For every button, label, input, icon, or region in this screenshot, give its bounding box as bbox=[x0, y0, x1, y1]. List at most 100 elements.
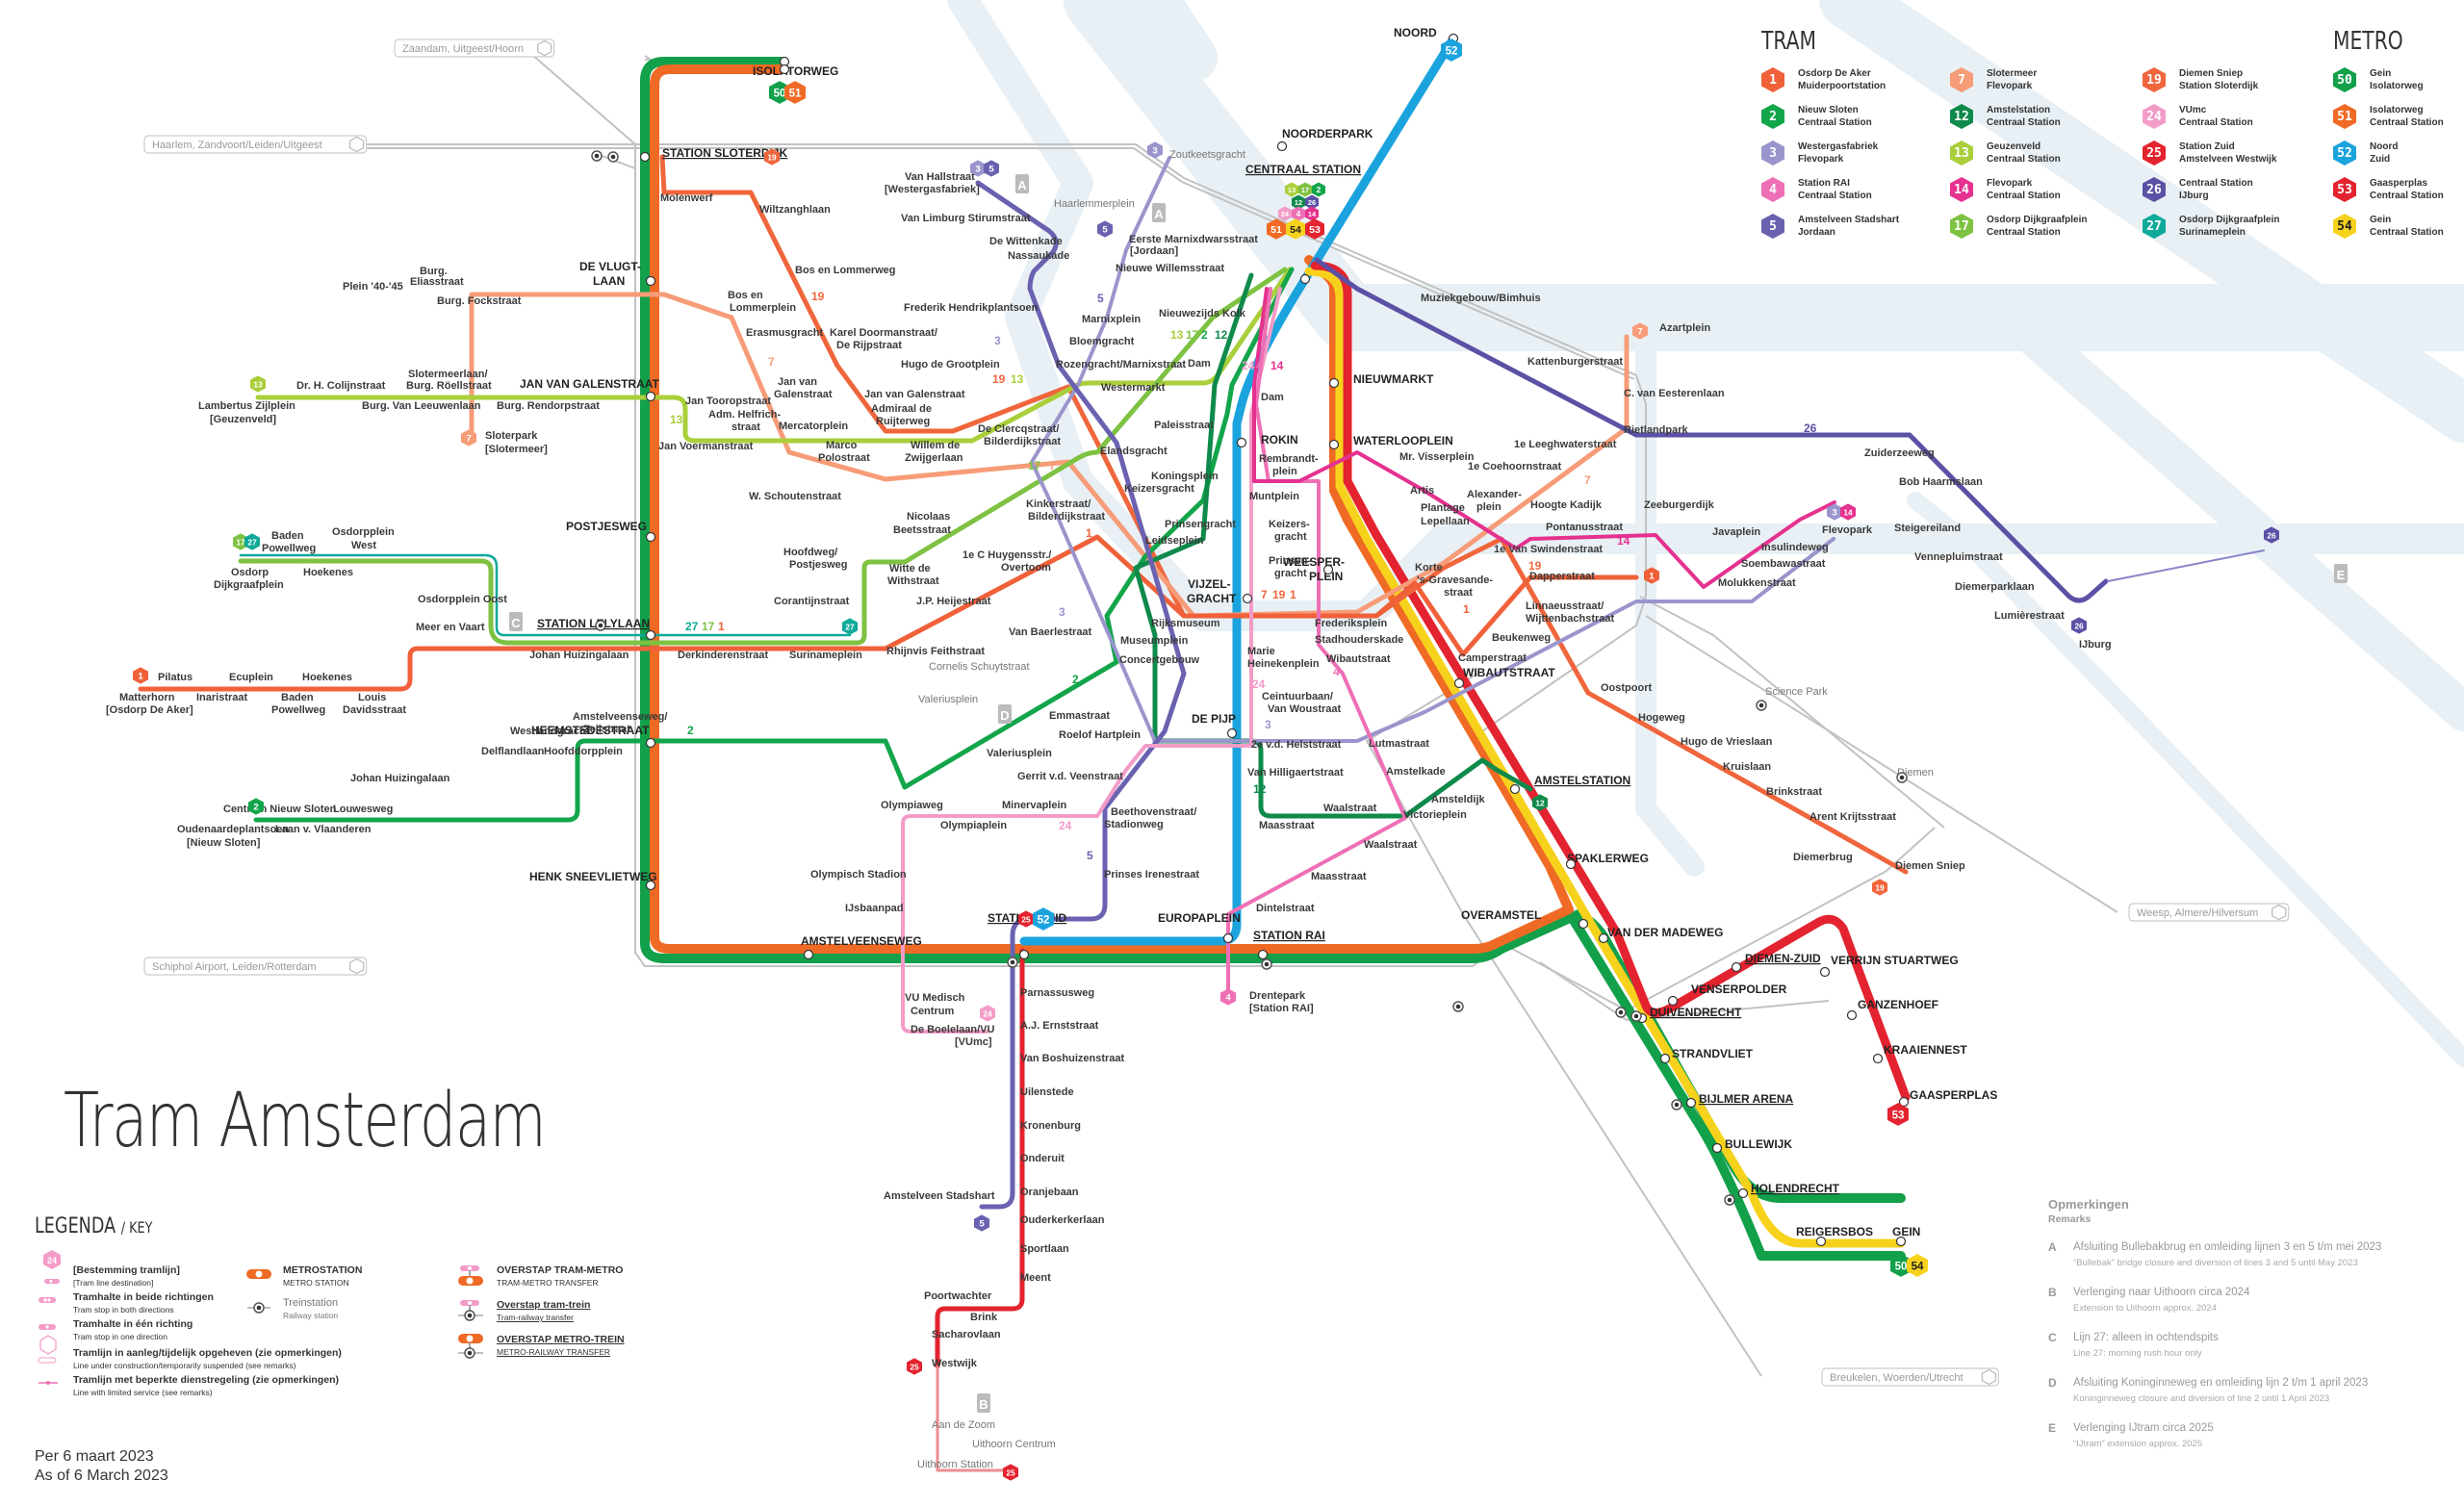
tram-stop-label[interactable]: Jan Voermanstraat bbox=[658, 441, 754, 452]
metro-station-label[interactable]: NIEUWMARKT bbox=[1353, 372, 1434, 386]
metro-station-label[interactable]: EUROPAPLEIN bbox=[1158, 911, 1241, 925]
tram-stop-label[interactable]: Kattenburgerstraat bbox=[1527, 356, 1623, 368]
tram-stop-label[interactable]: Erasmusgracht bbox=[746, 327, 823, 339]
tram-stop-label[interactable]: [Nieuw Sloten] bbox=[187, 837, 261, 849]
tram-stop-label[interactable]: Ouderkerkerlaan bbox=[1020, 1214, 1105, 1226]
tram-stop-label[interactable]: Van Hilligaertstraat bbox=[1247, 767, 1344, 779]
tram-stop-label[interactable]: Van Limburg Stirumstraat bbox=[901, 213, 1031, 224]
metro-station-label[interactable]: STATION SLOTERDIJK bbox=[662, 146, 788, 160]
tram-stop-label[interactable]: Wiltzanghlaan bbox=[759, 204, 831, 216]
rail-station-label[interactable]: Cornelis Schuytstraat bbox=[929, 661, 1030, 673]
tram-stop-label[interactable]: gracht bbox=[1274, 568, 1307, 579]
tram-stop-label[interactable]: Stadhouderskade bbox=[1315, 634, 1403, 646]
tram-stop-label[interactable]: Willem de bbox=[911, 440, 960, 451]
tram-stop-label[interactable]: De Boelelaan/VU bbox=[911, 1024, 994, 1035]
metro-station-label[interactable]: CENTRAAL STATION bbox=[1245, 163, 1361, 176]
metro-station-node-icon[interactable] bbox=[1819, 966, 1831, 978]
metro-station-label[interactable]: VENSERPOLDER bbox=[1691, 983, 1787, 996]
tram-stop-label[interactable]: Marie bbox=[1247, 646, 1275, 657]
metro-station-node-icon[interactable] bbox=[1731, 961, 1742, 973]
tram-stop-label[interactable]: J.P. Heijestraat bbox=[916, 596, 991, 607]
tram-stop-label[interactable]: Maasstraat bbox=[1259, 820, 1315, 831]
tram-stop-label[interactable]: Ruijterweg bbox=[876, 416, 930, 427]
metro-station-label[interactable]: GANZENHOEF bbox=[1858, 998, 1938, 1011]
metro-station-node-icon[interactable] bbox=[1598, 932, 1609, 944]
tram-stop-label[interactable]: Eerste Marnixdwarsstraat bbox=[1129, 234, 1258, 245]
tram-stop-label[interactable]: Flevopark bbox=[1822, 524, 1873, 536]
tram-stop-label[interactable]: Vennepluimstraat bbox=[1914, 551, 2003, 563]
tram-stop-label[interactable]: Westwijk bbox=[932, 1358, 978, 1369]
tram-stop-label[interactable]: Burg. Rendorpstraat bbox=[497, 400, 600, 412]
tram-stop-label[interactable]: Kruislaan bbox=[1723, 761, 1771, 773]
tram-stop-label[interactable]: Azartplein bbox=[1659, 322, 1710, 334]
tram-stop-label[interactable]: Slotermeerlaan/ bbox=[408, 369, 488, 380]
tram-stop-label[interactable]: Louwesweg bbox=[333, 804, 393, 815]
tram-stop-label[interactable]: Hoekenes bbox=[302, 672, 352, 683]
tram-stop-label[interactable]: 's-Gravesande- bbox=[1417, 574, 1493, 586]
tram-stop-label[interactable]: Heinekenplein bbox=[1247, 658, 1320, 670]
tram-stop-label[interactable]: Hugo de Vrieslaan bbox=[1681, 736, 1773, 748]
tram-stop-label[interactable]: Insulindeweg bbox=[1761, 542, 1829, 553]
tram-stop-label[interactable]: VU Medisch bbox=[905, 992, 965, 1004]
tram-stop-label[interactable]: Nicolaas bbox=[907, 511, 950, 523]
tram-stop-label[interactable]: Dijkgraafplein bbox=[214, 579, 284, 591]
metro-station-node-icon[interactable] bbox=[1257, 949, 1269, 960]
tram-stop-label[interactable]: Plantage bbox=[1421, 502, 1465, 514]
tram-stop-label[interactable]: Hoogte Kadijk bbox=[1530, 499, 1603, 511]
rail-station-label[interactable]: Uithoorn Station bbox=[917, 1459, 993, 1470]
tram-stop-label[interactable]: Keizers- bbox=[1269, 519, 1310, 530]
metro-station-node-icon[interactable] bbox=[1242, 593, 1253, 604]
tram-stop-label[interactable]: Ceintuurbaan/ bbox=[1262, 691, 1333, 702]
tram-stop-label[interactable]: Oostpoort bbox=[1601, 682, 1652, 694]
tram-stop-label[interactable]: Jan van Galenstraat bbox=[864, 389, 965, 400]
tram-stop-label[interactable]: Van Hallstraat bbox=[905, 171, 975, 183]
tram-stop-label[interactable]: Steigereiland bbox=[1894, 523, 1961, 534]
rail-station-label[interactable]: Science Park bbox=[1765, 686, 1828, 698]
tram-stop-label[interactable]: Overtoom bbox=[1001, 562, 1051, 574]
tram-stop-label[interactable]: Linnaeusstraat/ bbox=[1526, 600, 1604, 612]
tram-stop-label[interactable]: Olympisch Stadion bbox=[810, 869, 907, 881]
tram-stop-label[interactable]: Hoekenes bbox=[303, 567, 353, 578]
tram-stop-label[interactable]: Bos en bbox=[728, 290, 763, 301]
tram-stop-label[interactable]: Zeilstraat bbox=[583, 724, 630, 735]
metro-station-node-icon[interactable] bbox=[1711, 1142, 1723, 1154]
tram-stop-label[interactable]: Brink bbox=[970, 1312, 998, 1323]
tram-stop-label[interactable]: Louis bbox=[358, 692, 386, 703]
tram-stop-label[interactable]: Mercatorplein bbox=[779, 421, 848, 432]
tram-stop-label[interactable]: Adm. Helfrich- bbox=[708, 409, 782, 421]
metro-station-node-icon[interactable] bbox=[1685, 1097, 1697, 1109]
tram-stop-label[interactable]: Westermarkt bbox=[1101, 382, 1166, 394]
metro-station-node-icon[interactable] bbox=[1328, 439, 1340, 450]
tram-stop-label[interactable]: Brinkstraat bbox=[1766, 786, 1822, 798]
tram-stop-label[interactable]: Plein '40-'45 bbox=[343, 281, 403, 293]
metro-station-label[interactable]: HOLENDRECHT bbox=[1751, 1182, 1840, 1195]
tram-stop-label[interactable]: Osdorpplein Oost bbox=[418, 594, 507, 605]
metro-station-node-icon[interactable] bbox=[645, 629, 656, 641]
metro-station-label[interactable]: DE PIJP bbox=[1192, 712, 1236, 726]
tram-stop-label[interactable]: IJsbaanpad bbox=[845, 903, 904, 914]
tram-stop-label[interactable]: 1e Van Swindenstraat bbox=[1494, 544, 1603, 555]
tram-stop-label[interactable]: Paleisstraat bbox=[1154, 420, 1214, 431]
tram-stop-label[interactable]: Amsteldijk bbox=[1431, 794, 1486, 805]
metro-station-label[interactable]: OVERAMSTEL bbox=[1461, 908, 1541, 922]
metro-station-node-icon[interactable] bbox=[645, 391, 656, 402]
tram-stop-label[interactable]: Dapperstraat bbox=[1529, 571, 1595, 582]
tram-stop-label[interactable]: Dam bbox=[1188, 358, 1211, 370]
tram-stop-label[interactable]: Hogeweg bbox=[1638, 712, 1685, 724]
metro-station-label[interactable]: NOORD bbox=[1394, 26, 1437, 39]
tram-stop-label[interactable]: Eliasstraat bbox=[410, 276, 464, 288]
tram-stop-label[interactable]: Burg. Van Leeuwenlaan bbox=[362, 400, 481, 412]
tram-stop-label[interactable]: Onderuit bbox=[1020, 1153, 1065, 1164]
metro-station-label[interactable]: SPAKLERWEG bbox=[1567, 852, 1649, 865]
rail-station-label[interactable]: Aan de Zoom bbox=[932, 1419, 995, 1431]
tram-stop-label[interactable]: Derkinderenstraat bbox=[678, 650, 768, 661]
metro-station-node-icon[interactable] bbox=[1895, 1236, 1907, 1247]
tram-stop-label[interactable]: Bloemgracht bbox=[1069, 336, 1135, 347]
metro-station-label[interactable]: LAAN bbox=[593, 274, 625, 288]
tram-stop-label[interactable]: [Westergasfabriek] bbox=[885, 184, 980, 195]
tram-stop-label[interactable]: Beetsstraat bbox=[893, 524, 951, 536]
tram-stop-label[interactable]: Surinameplein bbox=[789, 650, 862, 661]
metro-station-node-icon[interactable] bbox=[645, 531, 656, 543]
metro-station-label[interactable]: ROKIN bbox=[1261, 433, 1298, 447]
tram-stop-label[interactable]: Rozengracht/Marnixstraat bbox=[1056, 359, 1186, 370]
